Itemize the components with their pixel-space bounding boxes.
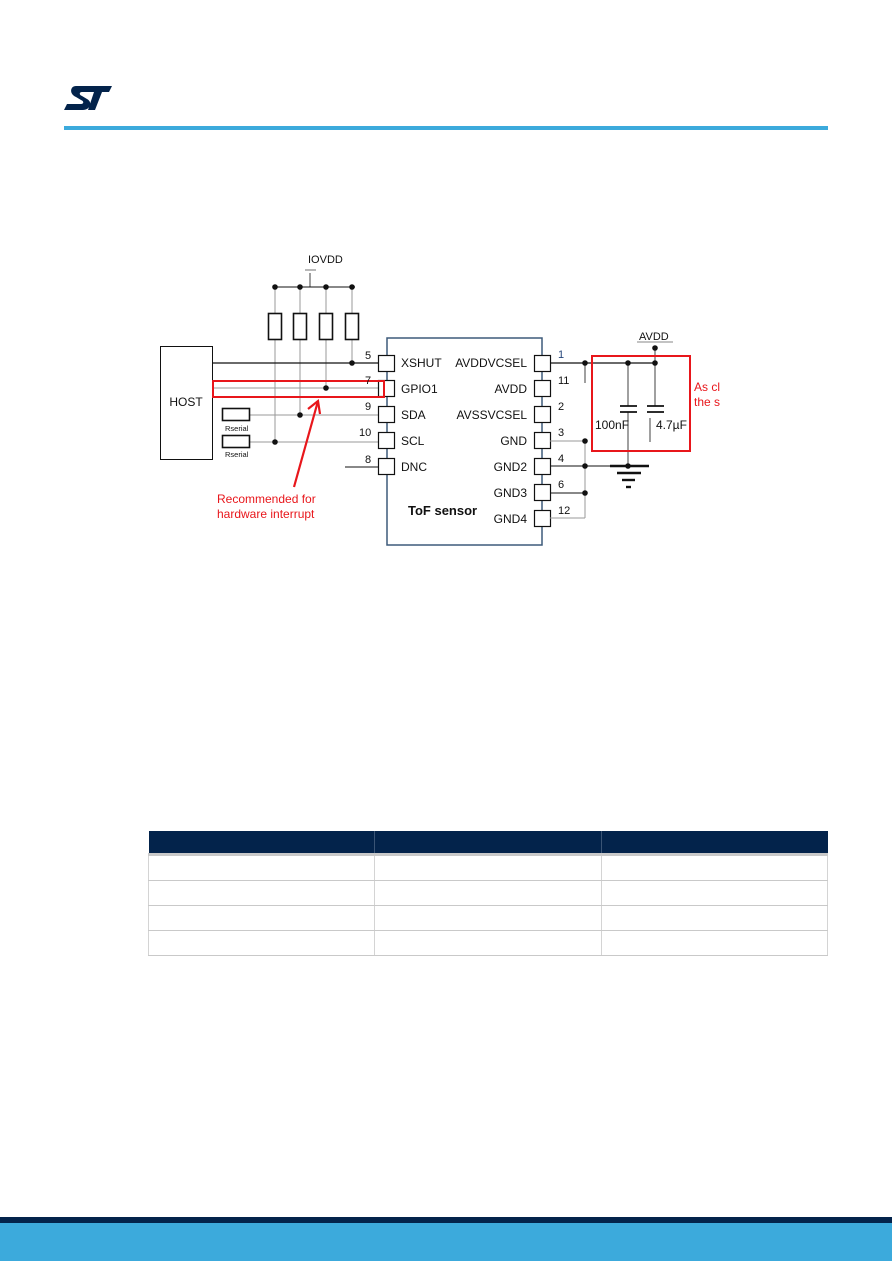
right-pin-number: 1 (558, 349, 564, 361)
right-pin-number: 11 (558, 375, 569, 387)
left-pin-name: XSHUT (401, 356, 442, 370)
right-pin-name: AVSSVCSEL (457, 408, 528, 422)
left-pin-number: 9 (365, 401, 371, 413)
left-pin-name: SCL (401, 434, 425, 448)
table-row (147, 930, 829, 956)
right-pin-number: 3 (558, 427, 564, 439)
table-header-cell (601, 831, 828, 855)
cap1-label: 100nF (595, 418, 629, 432)
table-cell (374, 880, 602, 906)
right-pin-name: GND2 (494, 460, 528, 474)
host-block (160, 346, 213, 460)
table-cell (374, 930, 602, 956)
right-pin-number: 6 (558, 479, 564, 491)
host-label: HOST (169, 395, 203, 409)
data-table (147, 831, 829, 956)
table-header-row (148, 831, 828, 855)
iovdd-label: IOVDD (308, 254, 343, 266)
cap2-label: 4.7µF (656, 418, 687, 432)
right-pin-number: 4 (558, 453, 564, 465)
application-schematic: HOST IOVDD AVDD Rserial Rserial ToF sens… (160, 254, 720, 546)
note-interrupt-line1: Recommended for (217, 492, 316, 506)
st-logo-icon (64, 86, 112, 110)
table-row (147, 905, 829, 931)
table-cell (147, 853, 376, 881)
table-cell (601, 880, 829, 906)
avdd-label: AVDD (639, 331, 669, 343)
chip-label: ToF sensor (408, 503, 477, 518)
footer-dark-rule (0, 1217, 892, 1223)
right-pin-name: AVDD (495, 382, 528, 396)
left-pin-name: DNC (401, 460, 427, 474)
table-cell (601, 930, 829, 956)
right-pin-name: GND4 (494, 512, 528, 526)
table-cell (374, 905, 602, 931)
left-pin-number: 10 (359, 427, 371, 439)
table-row (147, 853, 829, 881)
table-cell (601, 853, 829, 881)
right-pin-name: AVDDVCSEL (455, 356, 527, 370)
table-cell (374, 853, 602, 881)
note-interrupt-line2: hardware interrupt (217, 507, 315, 521)
left-pin-number: 7 (365, 375, 371, 387)
table-cell (147, 930, 376, 956)
header-rule (64, 126, 828, 130)
footer-band (0, 1223, 892, 1261)
table-header-cell (374, 831, 602, 855)
right-pin-number: 12 (558, 505, 570, 517)
rserial-bottom-label: Rserial (225, 450, 249, 459)
table-cell (601, 905, 829, 931)
note-close-line2: the sensor (694, 395, 720, 409)
table-header-cell (148, 831, 376, 855)
right-pin-name: GND3 (494, 486, 528, 500)
left-pin-name: GPIO1 (401, 382, 438, 396)
table-row (147, 880, 829, 906)
right-pin-number: 2 (558, 401, 564, 413)
left-pin-number: 8 (365, 454, 371, 466)
note-close-line1: As close as possible of (694, 380, 720, 394)
rserial-top-label: Rserial (225, 424, 249, 433)
left-pin-number: 5 (365, 350, 371, 362)
table-cell (147, 880, 376, 906)
left-pin-name: SDA (401, 408, 426, 422)
table-cell (147, 905, 376, 931)
right-pin-name: GND (500, 434, 527, 448)
